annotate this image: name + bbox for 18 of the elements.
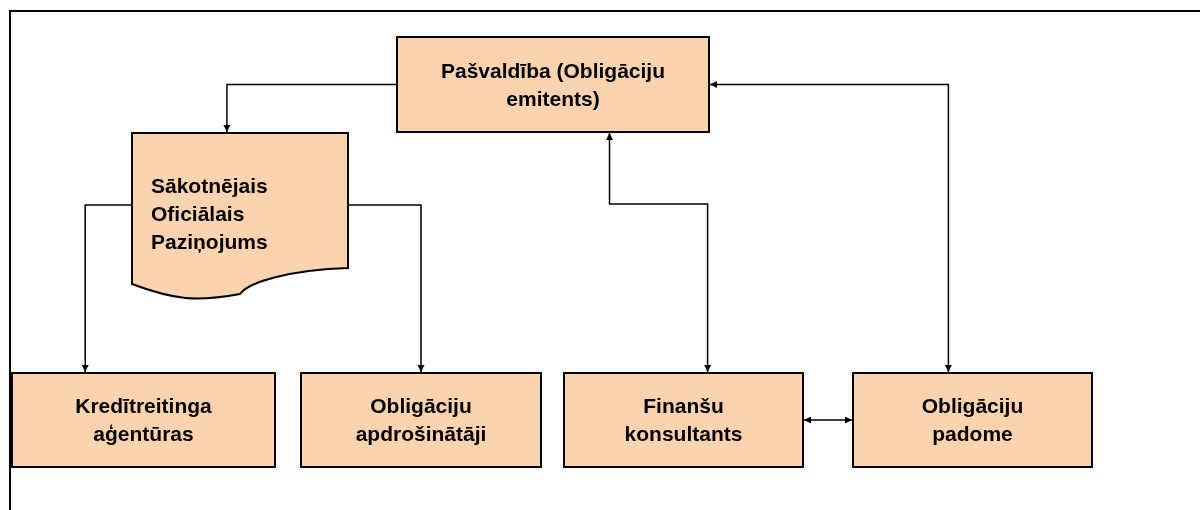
node-text: Pašvaldība (Obligāciju emitents) <box>439 57 667 112</box>
arrow <box>803 416 853 424</box>
arrow <box>223 83 397 133</box>
node-text: Sākotnējais Oficiālais Paziņojums <box>151 173 269 255</box>
arrow <box>606 132 712 373</box>
process-box <box>396 36 710 133</box>
node-text: Finanšu konsultants <box>623 393 744 447</box>
document-shape <box>131 132 349 302</box>
arrow <box>709 81 952 373</box>
node-text: Obligāciju padome <box>920 393 1025 447</box>
process-box <box>11 372 276 468</box>
process-box <box>563 372 804 468</box>
node-text: Kredītreitinga aģentūras <box>74 393 213 447</box>
node-text: Obligāciju apdrošinātāji <box>354 393 488 447</box>
process-box <box>300 372 542 468</box>
process-box <box>852 372 1093 468</box>
arrow <box>81 204 132 373</box>
arrow <box>348 204 425 373</box>
